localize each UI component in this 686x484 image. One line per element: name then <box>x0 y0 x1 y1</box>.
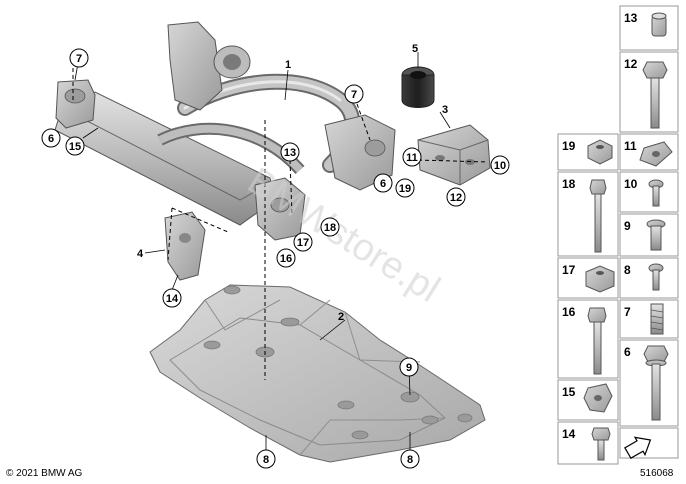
svg-text:16: 16 <box>280 253 292 265</box>
svg-text:6: 6 <box>380 178 386 190</box>
small-screw-icon <box>648 263 664 291</box>
callout-11[interactable]: 11 <box>402 147 422 167</box>
callout-15[interactable]: 15 <box>65 136 85 156</box>
square-nut-icon <box>585 265 615 293</box>
svg-text:19: 19 <box>399 183 411 195</box>
direction-arrow-icon <box>624 436 652 460</box>
svg-text:6: 6 <box>624 345 631 359</box>
callout-14[interactable]: 14 <box>162 288 182 308</box>
svg-text:19: 19 <box>562 139 576 153</box>
parts-cell-15[interactable]: 15 <box>557 379 619 421</box>
parts-cell-18[interactable]: 18 <box>557 171 619 257</box>
part-label-1[interactable]: 1 <box>285 59 291 71</box>
callout-9[interactable]: 9 <box>399 357 419 377</box>
svg-text:16: 16 <box>562 305 576 319</box>
svg-text:8: 8 <box>407 454 413 466</box>
svg-text:6: 6 <box>48 133 54 145</box>
svg-text:17: 17 <box>297 237 309 249</box>
callout-19[interactable]: 19 <box>395 178 415 198</box>
callout-7-left[interactable]: 7 <box>69 48 89 68</box>
short-screw-icon <box>648 179 664 207</box>
svg-text:14: 14 <box>166 293 179 305</box>
cap-nut-icon <box>651 12 667 37</box>
svg-text:7: 7 <box>76 53 82 65</box>
rubber-bushing <box>401 66 435 108</box>
callout-16[interactable]: 16 <box>276 248 296 268</box>
svg-text:15: 15 <box>562 385 576 399</box>
shaft-bolt-icon <box>587 307 607 375</box>
parts-cell-13[interactable]: 13 <box>619 5 679 51</box>
direction-arrow-cell <box>619 427 679 460</box>
parts-cell-9[interactable]: 9 <box>619 213 679 257</box>
svg-text:7: 7 <box>351 89 357 101</box>
callout-8-left[interactable]: 8 <box>256 449 276 469</box>
callout-6-left[interactable]: 6 <box>41 128 61 148</box>
parts-cell-7[interactable]: 7 <box>619 299 679 339</box>
parts-cell-19[interactable]: 19 <box>557 133 619 171</box>
long-bolt-icon <box>589 179 607 253</box>
parts-cell-10[interactable]: 10 <box>619 171 679 213</box>
part-label-4[interactable]: 4 <box>137 248 144 260</box>
part-label-5[interactable]: 5 <box>412 43 418 55</box>
svg-text:15: 15 <box>69 141 81 153</box>
callout-7-right[interactable]: 7 <box>344 84 364 104</box>
underbody-shield <box>149 284 486 463</box>
svg-text:12: 12 <box>624 57 638 71</box>
parts-cell-11[interactable]: 11 <box>619 133 679 171</box>
parts-cell-8[interactable]: 8 <box>619 257 679 299</box>
svg-text:7: 7 <box>624 305 631 319</box>
parts-cell-17[interactable]: 17 <box>557 257 619 299</box>
callout-6-right[interactable]: 6 <box>373 173 393 193</box>
clip-nut-icon <box>639 141 673 167</box>
svg-text:12: 12 <box>450 192 462 204</box>
svg-text:10: 10 <box>494 160 506 172</box>
svg-text:8: 8 <box>263 454 269 466</box>
parts-cell-6[interactable]: 6 <box>619 339 679 427</box>
svg-text:10: 10 <box>624 177 638 191</box>
threaded-insert-icon <box>650 303 664 335</box>
mount-bracket <box>417 124 491 186</box>
spring-clip-icon <box>583 383 613 413</box>
flange-sleeve-icon <box>646 219 666 251</box>
parts-grid: 13 12 19 11 <box>557 5 679 465</box>
part-label-3[interactable]: 3 <box>442 104 448 116</box>
callouts: 7 6 15 7 13 11 10 6 <box>41 48 510 469</box>
svg-text:18: 18 <box>562 177 576 191</box>
stud-bolt-icon <box>591 427 611 461</box>
parts-cell-12[interactable]: 12 <box>619 51 679 133</box>
callout-8-right[interactable]: 8 <box>400 449 420 469</box>
svg-text:11: 11 <box>624 139 637 153</box>
front-subframe <box>54 21 396 241</box>
hex-bolt-icon <box>642 61 668 129</box>
svg-text:9: 9 <box>624 219 631 233</box>
callout-13[interactable]: 13 <box>280 142 300 162</box>
part-labels: 1 2 3 4 5 <box>137 43 448 323</box>
parts-cell-14[interactable]: 14 <box>557 421 619 465</box>
flange-bolt-icon <box>643 345 669 421</box>
part-label-2[interactable]: 2 <box>338 311 344 323</box>
diagram-number: 516068 <box>640 468 674 479</box>
svg-text:13: 13 <box>624 11 638 25</box>
callout-17[interactable]: 17 <box>293 232 313 252</box>
svg-text:17: 17 <box>562 263 576 277</box>
leader-lines <box>72 68 489 380</box>
callout-10[interactable]: 10 <box>490 155 510 175</box>
copyright-text: © 2021 BMW AG <box>6 468 83 479</box>
svg-text:8: 8 <box>624 263 631 277</box>
callout-12[interactable]: 12 <box>446 187 466 207</box>
svg-text:11: 11 <box>406 152 418 164</box>
svg-text:13: 13 <box>284 147 296 159</box>
svg-text:18: 18 <box>324 222 336 234</box>
svg-text:14: 14 <box>562 427 576 441</box>
hex-nut-icon <box>587 139 613 165</box>
side-bracket <box>164 211 206 281</box>
svg-text:9: 9 <box>406 362 412 374</box>
callout-18[interactable]: 18 <box>320 217 340 237</box>
parts-cell-16[interactable]: 16 <box>557 299 619 379</box>
